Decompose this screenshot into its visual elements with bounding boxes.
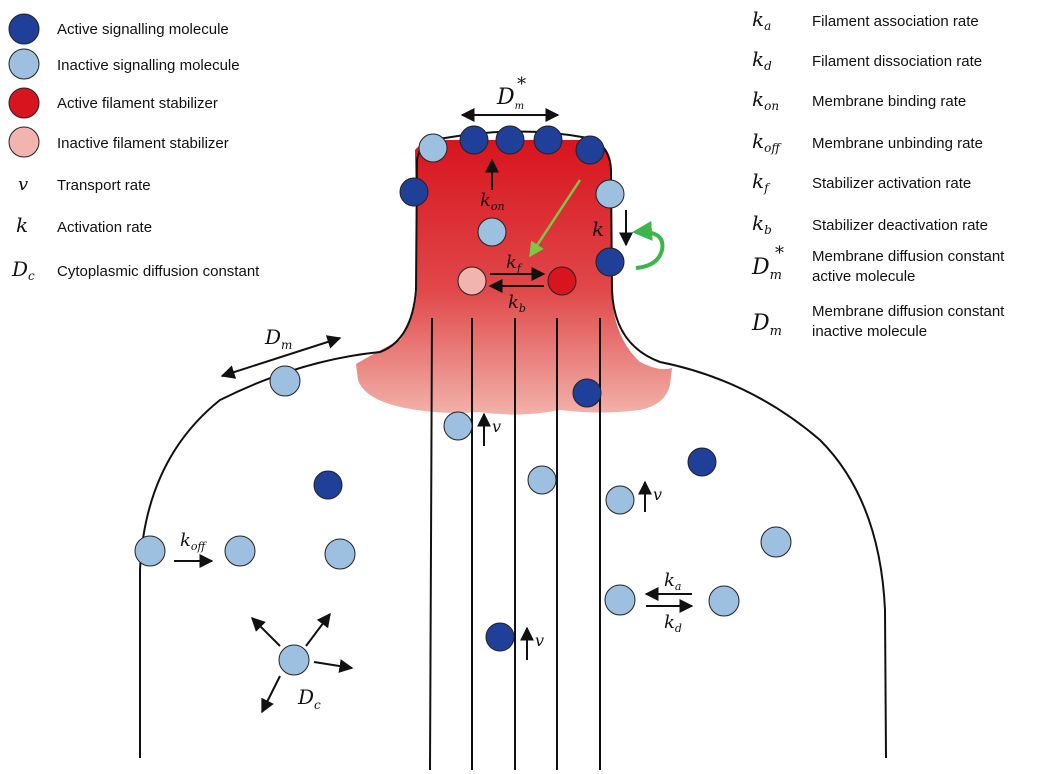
legend-symbol: Dm* xyxy=(751,243,784,283)
dm-star-label: Dm* xyxy=(496,74,526,112)
legend-swatch-inactive-stabilizer xyxy=(9,127,39,157)
inactive-signalling-molecule xyxy=(225,536,255,566)
legend-symbol: k xyxy=(16,213,28,237)
inactive-signalling-molecule xyxy=(279,645,309,675)
active-signalling-molecule xyxy=(486,623,514,651)
legend-label: Active filament stabilizer xyxy=(57,95,218,112)
legend-label: Cytoplasmic diffusion constant xyxy=(57,263,260,280)
inactive-signalling-molecule xyxy=(325,539,355,569)
active-filament-stabilizer xyxy=(548,267,576,295)
diffusion-arrow-dl xyxy=(262,676,280,712)
active-signalling-molecule xyxy=(314,471,342,499)
legend-label: Membrane unbinding rate xyxy=(812,135,983,152)
inactive-signalling-molecule xyxy=(419,134,447,162)
legend-label: Inactive filament stabilizer xyxy=(57,135,229,152)
koff-label: koff xyxy=(180,530,208,553)
ka-label: ka xyxy=(664,570,681,593)
legend-label: Inactive signalling molecule xyxy=(57,57,240,74)
inactive-signalling-molecule xyxy=(270,366,300,396)
legend-swatch-active-signalling xyxy=(9,14,39,44)
legend-label: Membrane diffusion constant xyxy=(812,303,1005,320)
active-signalling-molecule xyxy=(534,126,562,154)
active-signalling-molecule xyxy=(460,126,488,154)
legend-label: Filament dissociation rate xyxy=(812,53,982,70)
active-signalling-molecule xyxy=(688,448,716,476)
kd-label: kd xyxy=(664,612,682,635)
legend-label: Active signalling molecule xyxy=(57,21,229,38)
legend-label: Membrane binding rate xyxy=(812,93,966,110)
legend-label: Transport rate xyxy=(57,177,151,194)
legend-symbol: kb xyxy=(752,211,772,237)
legend-label: Membrane diffusion constant xyxy=(812,248,1005,265)
legend-label: Activation rate xyxy=(57,219,152,236)
legend-swatch-active-stabilizer xyxy=(9,88,39,118)
legend-label: Stabilizer deactivation rate xyxy=(812,217,988,234)
transport-label: v xyxy=(492,417,501,436)
legend-swatch-inactive-signalling xyxy=(9,49,39,79)
dc-label: Dc xyxy=(297,685,321,712)
legend-symbol: Dm xyxy=(751,311,782,339)
dm-label: Dm xyxy=(264,325,292,352)
legend-label: Filament association rate xyxy=(812,13,979,30)
inactive-signalling-molecule xyxy=(606,486,634,514)
legend-symbol: kd xyxy=(752,47,772,73)
active-signalling-molecule xyxy=(573,379,601,407)
inactive-signalling-molecule xyxy=(528,466,556,494)
transport-label: v xyxy=(653,485,662,504)
k-activation-label: k xyxy=(592,217,604,241)
legend-label: inactive molecule xyxy=(812,323,927,340)
transport-label: v xyxy=(535,631,544,650)
legend-symbol: kon xyxy=(752,87,779,113)
legend-label: active molecule xyxy=(812,268,915,285)
legend-symbol: ka xyxy=(752,7,771,33)
diffusion-arrow-ur xyxy=(306,614,330,646)
inactive-filament-stabilizer xyxy=(458,267,486,295)
legend-symbol: koff xyxy=(752,129,782,155)
legend-symbol: Dc xyxy=(11,257,35,283)
active-signalling-molecule xyxy=(496,126,524,154)
legend-symbol: v xyxy=(18,174,28,195)
feedback-green-arrow xyxy=(636,232,662,268)
inactive-signalling-molecule xyxy=(605,585,635,615)
active-signalling-molecule xyxy=(576,136,604,164)
legend-left: Active signalling molecule Inactive sign… xyxy=(9,14,260,283)
diffusion-arrow-ul xyxy=(252,618,280,646)
legend-right: ka Filament association rate kd Filament… xyxy=(751,7,1005,340)
legend-symbol: kf xyxy=(752,169,771,195)
inactive-signalling-molecule xyxy=(761,527,791,557)
diffusion-arrow-r xyxy=(314,662,352,668)
inactive-signalling-molecule xyxy=(478,218,506,246)
active-signalling-molecule xyxy=(400,178,428,206)
inactive-signalling-molecule xyxy=(444,412,472,440)
legend-label: Stabilizer activation rate xyxy=(812,175,971,192)
inactive-signalling-molecule xyxy=(709,586,739,616)
inactive-signalling-molecule xyxy=(596,180,624,208)
active-signalling-molecule xyxy=(596,248,624,276)
inactive-signalling-molecule xyxy=(135,536,165,566)
